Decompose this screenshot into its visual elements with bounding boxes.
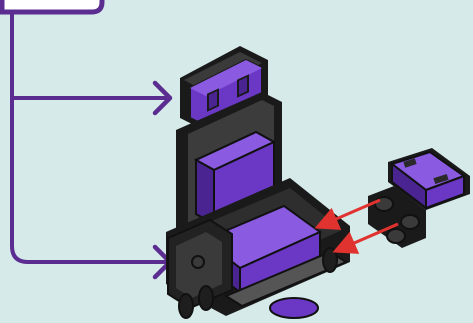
callout-connector (12, 12, 165, 262)
headrest-clip-left (208, 90, 218, 111)
headrest-clip-right (238, 76, 248, 97)
callout-box (2, 0, 102, 12)
base-round-plate (270, 298, 318, 318)
